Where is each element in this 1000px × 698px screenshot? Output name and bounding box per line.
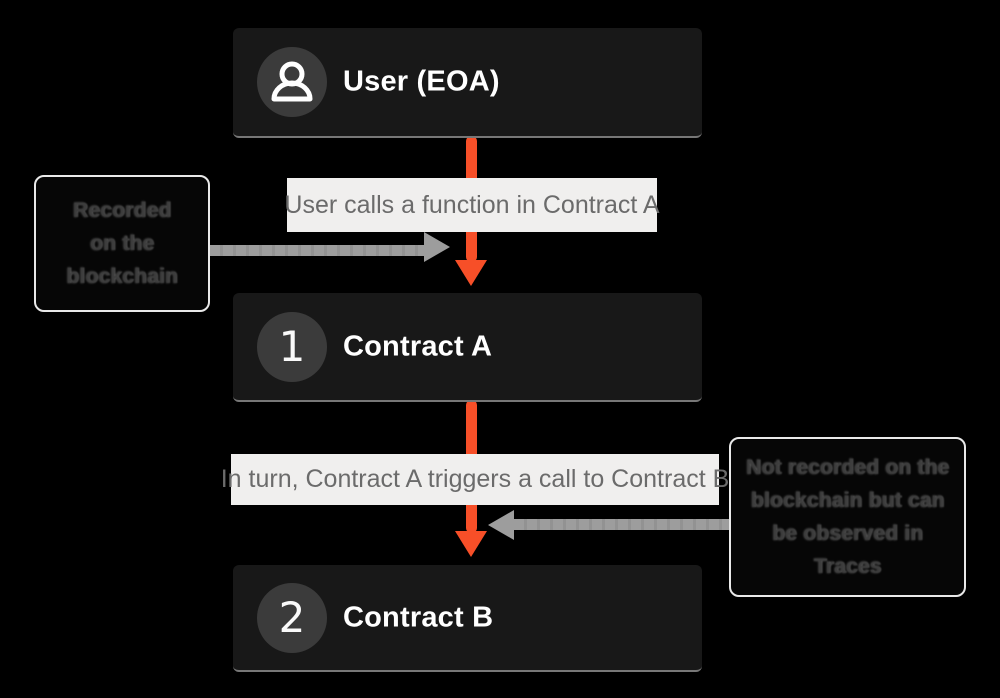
user-node: User (EOA) (233, 28, 702, 138)
arrow-contract-a-to-contract-b-head-icon (455, 531, 487, 557)
right-annotation-arrow-head-icon (488, 510, 514, 540)
step-1-badge: 1 (278, 321, 306, 371)
user-icon (271, 61, 313, 102)
annotation-line: Recorded (72, 199, 172, 222)
user-node-label: User (EOA) (343, 65, 500, 98)
annotation-line: blockchain but can (750, 489, 945, 512)
right-annotation-arrow-shaft (514, 519, 729, 530)
annotation-not-recorded-traces: Not recorded on the blockchain but can b… (729, 437, 966, 597)
contract-a-node-label: Contract A (343, 330, 493, 362)
user-avatar (257, 47, 327, 117)
annotation-line: Not recorded on the (745, 456, 950, 479)
annotation-line: Traces (813, 555, 882, 578)
arrow-user-to-contract-a-head-icon (455, 260, 487, 286)
edge-label-contract-a-triggers: In turn, Contract A triggers a call to C… (221, 454, 729, 505)
contract-a-node: 1 Contract A (233, 293, 702, 402)
annotation-recorded-on-blockchain: Recorded on the blockchain (34, 175, 210, 312)
annotation-line: be observed in (771, 522, 923, 545)
edge-label-user-calls: User calls a function in Contract A (284, 178, 660, 232)
contract-b-node: 2 Contract B (233, 565, 702, 672)
step-2-badge: 2 (278, 592, 306, 642)
step-2-circle: 2 (257, 582, 327, 653)
annotation-line: on the (89, 232, 155, 255)
contract-b-node-label: Contract B (343, 601, 494, 633)
left-annotation-arrow-shaft (210, 245, 424, 256)
annotation-line: blockchain (66, 265, 178, 288)
step-1-circle: 1 (257, 311, 327, 382)
left-annotation-arrow-head-icon (424, 232, 450, 262)
